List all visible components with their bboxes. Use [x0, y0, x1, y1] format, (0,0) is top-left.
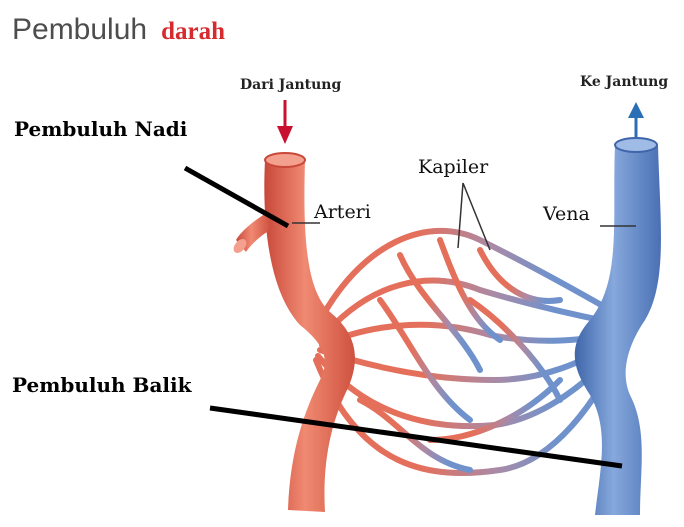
capillary-network: [315, 231, 616, 473]
label-vein: Vena: [543, 203, 590, 225]
label-artery: Arteri: [314, 201, 371, 223]
vein-vessel: [575, 138, 661, 515]
outflow-arrow-icon: [628, 102, 644, 138]
label-vein-group: Pembuluh Balik: [12, 373, 191, 397]
capillary-pointer-line: [458, 183, 463, 248]
label-capillary: Kapiler: [418, 156, 488, 178]
label-from-heart: Dari Jantung: [240, 77, 341, 93]
label-artery-group: Pembuluh Nadi: [14, 117, 187, 141]
inflow-arrow-icon: [277, 100, 293, 144]
label-to-heart: Ke Jantung: [580, 74, 668, 90]
